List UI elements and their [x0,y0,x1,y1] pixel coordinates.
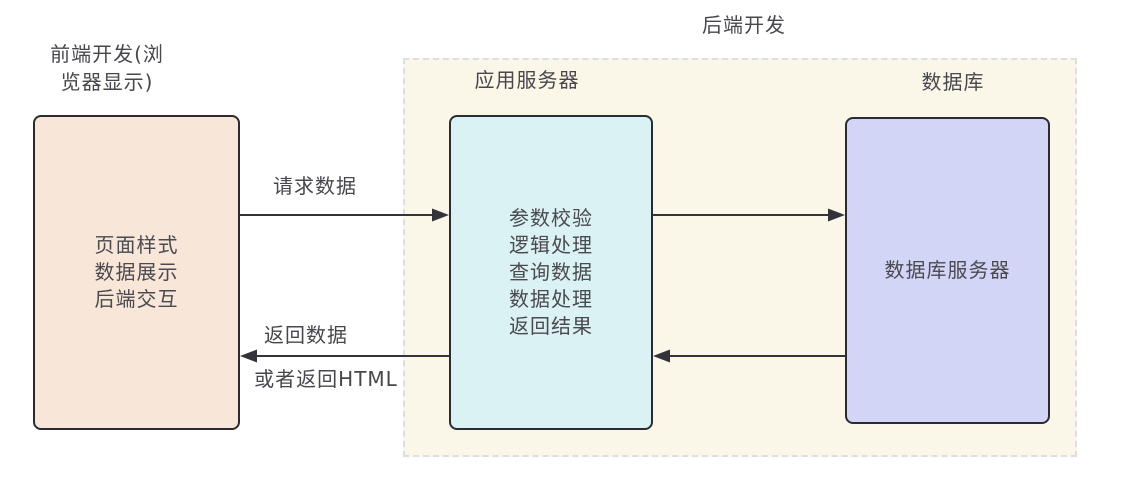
return-arrow-label-top: 返回数据 [264,323,348,347]
frontend-node-label-line1: 前端开发(浏 [50,42,164,66]
app-server-node-body: 参数校验 逻辑处理 查询数据 数据处理 返回结果 [509,205,593,340]
frontend-node-label-line2: 览器显示) [60,70,154,94]
frontend-body-line: 页面样式 [94,233,179,257]
app-server-body-line: 逻辑处理 [509,233,593,257]
database-node-body: 数据库服务器 [884,258,1011,282]
app-server-body-line: 查询数据 [509,260,593,284]
frontend-node: 页面样式 数据展示 后端交互 [33,115,240,430]
app-server-node: 参数校验 逻辑处理 查询数据 数据处理 返回结果 [449,115,653,430]
arrowhead-left-icon [240,349,257,363]
database-node-label: 数据库 [921,70,985,94]
frontend-body-line: 数据展示 [94,260,179,284]
frontend-node-label: 前端开发(浏 览器显示) [27,40,187,96]
app-server-node-label: 应用服务器 [474,68,580,92]
request-arrow-label: 请求数据 [273,174,357,198]
app-server-body-line: 数据处理 [509,287,593,311]
database-node: 数据库服务器 [845,117,1050,424]
app-server-body-line: 返回结果 [509,314,593,338]
app-server-body-line: 参数校验 [509,206,593,230]
backend-group-label: 后端开发 [702,13,786,37]
frontend-body-line: 后端交互 [94,287,179,311]
frontend-node-body: 页面样式 数据展示 后端交互 [95,232,179,313]
return-arrow-label-bottom: 或者返回HTML [254,367,398,391]
